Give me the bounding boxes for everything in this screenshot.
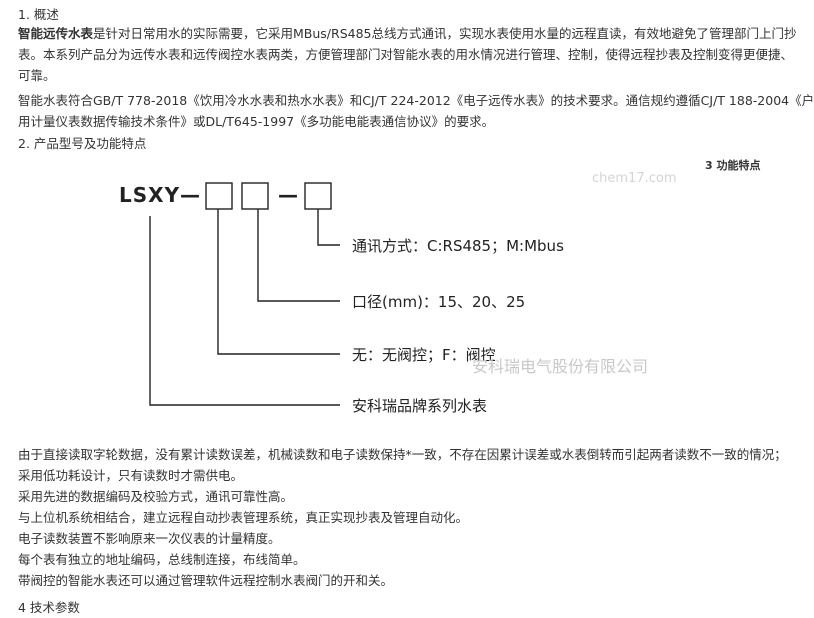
- model-dash-1: —: [180, 183, 201, 207]
- label-brand: 安科瑞品牌系列水表: [352, 397, 487, 415]
- watermark-company: 安科瑞电气股份有限公司: [472, 357, 648, 376]
- connector-brand: [149, 216, 340, 406]
- model-dash-2: —: [278, 183, 299, 207]
- feature-item: 由于直接读取字轮数据，没有累计读数误差，机械读数和电子读数保持*一致，不存在因累…: [18, 447, 787, 462]
- feature-item: 采用先进的数据编码及校验方式，通讯可靠性高。: [18, 489, 294, 504]
- section4-heading: 4 技术参数: [18, 600, 80, 615]
- intro-line-3: 可靠。: [18, 68, 56, 83]
- connector-valve: [217, 209, 340, 355]
- standards-line-2: 用计量仪表数据传输技术条件》或DL/T645-1997《多功能电能表通信协议》的…: [18, 114, 495, 129]
- standards-line-1: 智能水表符合GB/T 778-2018《饮用冷水水表和热水水表》和CJ/T 22…: [18, 93, 814, 108]
- connector-comm: [317, 209, 340, 246]
- model-box-diameter: [241, 182, 269, 210]
- product-name: 智能远传水表: [18, 26, 94, 41]
- model-box-comm: [304, 182, 332, 210]
- intro-line-2: 表。本系列产品分为远传水表和远传阀控水表两类，方便管理部门对智能水表的用水情况进…: [18, 47, 794, 62]
- intro-line-1: 智能远传水表是针对日常用水的实际需要，它采用MBus/RS485总线方式通讯，实…: [18, 23, 797, 44]
- feature-item: 与上位机系统相结合，建立远程自动抄表管理系统，真正实现抄表及管理自动化。: [18, 510, 469, 525]
- label-comm: 通讯方式：C:RS485；M:Mbus: [352, 237, 564, 255]
- section2-heading: 2. 产品型号及功能特点: [18, 136, 147, 151]
- model-code-diagram: 3 功能特点 chem17.com LSXY — — 通讯方式：C:RS485；…: [119, 158, 760, 415]
- connector-diameter: [257, 209, 340, 302]
- section1-heading: 1. 概述: [18, 7, 59, 22]
- standards-paragraph: 智能水表符合GB/T 778-2018《饮用冷水水表和热水水表》和CJ/T 22…: [18, 90, 814, 132]
- label-valve: 无：无阀控；F：阀控: [352, 346, 496, 364]
- feature-item: 每个表有独立的地址编码，总线制连接，布线简单。: [18, 552, 306, 567]
- section3-note: 3 功能特点: [705, 158, 760, 172]
- feature-item: 电子读数装置不影响原来一次仪表的计量精度。: [18, 531, 281, 546]
- model-prefix: LSXY: [119, 183, 180, 207]
- feature-item: 采用低功耗设计，只有读数时才需供电。: [18, 468, 244, 483]
- model-box-valve: [205, 182, 233, 210]
- watermark-site: chem17.com: [592, 171, 677, 186]
- features-list: 由于直接读取字轮数据，没有累计读数误差，机械读数和电子读数保持*一致，不存在因累…: [18, 444, 788, 591]
- label-diameter: 口径(mm)：15、20、25: [352, 293, 525, 311]
- intro-paragraph: 智能远传水表是针对日常用水的实际需要，它采用MBus/RS485总线方式通讯，实…: [18, 23, 797, 86]
- intro-line-1-text: 是针对日常用水的实际需要，它采用MBus/RS485总线方式通讯，实现水表使用水…: [93, 26, 797, 41]
- feature-item: 带阀控的智能水表还可以通过管理软件远程控制水表阀门的开和关。: [18, 573, 394, 588]
